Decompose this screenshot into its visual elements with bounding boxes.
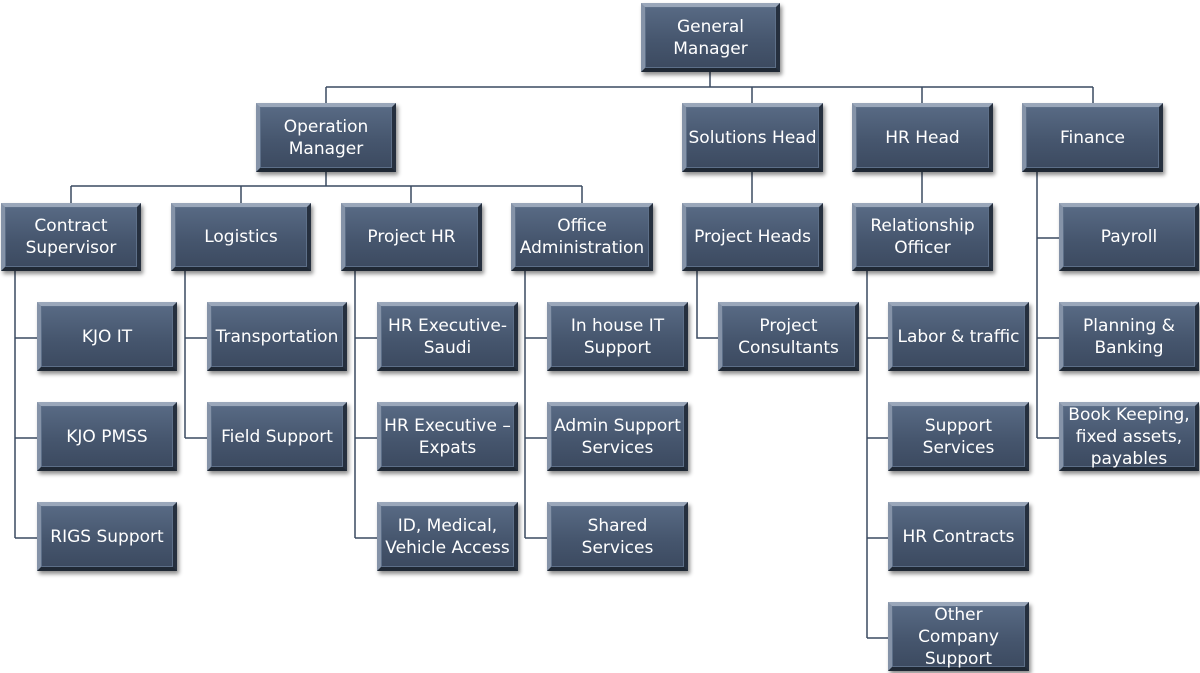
node-hr-head: HR Head — [852, 103, 993, 172]
node-id-medical-vehicle-access: ID, Medical, Vehicle Access — [377, 502, 518, 571]
node-label: Operation Manager — [283, 116, 369, 159]
node-label: HR Head — [885, 127, 960, 148]
node-label: KJO PMSS — [66, 426, 148, 447]
node-project-consultants: Project Consultants — [718, 302, 859, 371]
node-support-services: Support Services — [888, 402, 1029, 471]
node-label: Finance — [1059, 127, 1126, 148]
node-hr-executive-expats: HR Executive – Expats — [377, 402, 518, 471]
node-label: Other Company Support — [918, 604, 999, 669]
node-label: HR Executive – Expats — [384, 415, 511, 458]
node-book-keeping: Book Keeping, fixed assets, payables — [1059, 402, 1199, 471]
node-label: RIGS Support — [50, 526, 164, 547]
node-hr-executive-saudi: HR Executive-Saudi — [377, 302, 518, 371]
node-label: Office Administration — [519, 216, 645, 258]
connector-contract-children — [14, 270, 38, 539]
node-office-administration: Office Administration — [511, 203, 653, 271]
node-rigs-support: RIGS Support — [37, 502, 177, 571]
node-logistics: Logistics — [171, 203, 311, 271]
node-label: Project HR — [367, 227, 456, 247]
node-in-house-it-support: In house IT Support — [547, 302, 688, 371]
node-other-company-support: Other Company Support — [888, 602, 1029, 671]
node-label: Payroll — [1100, 227, 1158, 247]
node-shared-services: Shared Services — [547, 502, 688, 571]
node-operation-manager: Operation Manager — [256, 103, 396, 172]
node-label: General Manager — [673, 16, 748, 59]
node-project-hr: Project HR — [341, 203, 482, 271]
node-label: HR Executive-Saudi — [388, 315, 507, 358]
node-label: Shared Services — [581, 515, 654, 558]
node-field-support: Field Support — [207, 402, 347, 471]
node-label: ID, Medical, Vehicle Access — [385, 515, 510, 558]
node-label: Support Services — [922, 415, 995, 458]
node-label: Project Heads — [694, 227, 811, 247]
connector-projecthr-children — [354, 270, 378, 539]
connector-opm-to-level2 — [70, 172, 583, 203]
node-admin-support-services: Admin Support Services — [547, 402, 688, 471]
node-label: Planning & Banking — [1083, 315, 1175, 358]
connector-projectheads-children — [696, 270, 719, 339]
node-project-heads: Project Heads — [682, 203, 823, 271]
node-label: In house IT Support — [570, 315, 665, 358]
node-transportation: Transportation — [207, 302, 347, 371]
connector-officeadmin-children — [524, 270, 548, 539]
node-label: Field Support — [221, 426, 333, 447]
node-hr-contracts: HR Contracts — [888, 502, 1029, 571]
connector-finance-children — [1036, 172, 1059, 439]
node-label: Project Consultants — [738, 315, 839, 358]
node-relationship-officer: Relationship Officer — [852, 203, 993, 271]
connector-gm-to-level1 — [325, 70, 1094, 103]
node-label: Logistics — [204, 227, 278, 247]
node-label: KJO IT — [81, 326, 133, 347]
node-label: Relationship Officer — [870, 216, 975, 258]
node-general-manager: General Manager — [641, 3, 780, 72]
connector-logistics-children — [184, 270, 208, 439]
node-label: Solutions Head — [688, 127, 817, 148]
node-contract-supervisor: Contract Supervisor — [1, 203, 141, 271]
node-label: Contract Supervisor — [25, 216, 117, 258]
node-label: Transportation — [215, 326, 339, 347]
node-solutions-head: Solutions Head — [682, 103, 823, 172]
node-payroll: Payroll — [1059, 203, 1199, 271]
node-planning-banking: Planning & Banking — [1059, 302, 1199, 371]
node-labor-traffic: Labor & traffic — [888, 302, 1029, 371]
node-label: Labor & traffic — [897, 326, 1020, 347]
connector-relationship-children — [866, 270, 889, 639]
node-finance: Finance — [1022, 103, 1163, 172]
node-kjo-pmss: KJO PMSS — [37, 402, 177, 471]
node-label: Admin Support Services — [554, 415, 681, 458]
node-label: Book Keeping, fixed assets, payables — [1068, 404, 1190, 469]
node-kjo-it: KJO IT — [37, 302, 177, 371]
node-label: HR Contracts — [902, 526, 1015, 547]
